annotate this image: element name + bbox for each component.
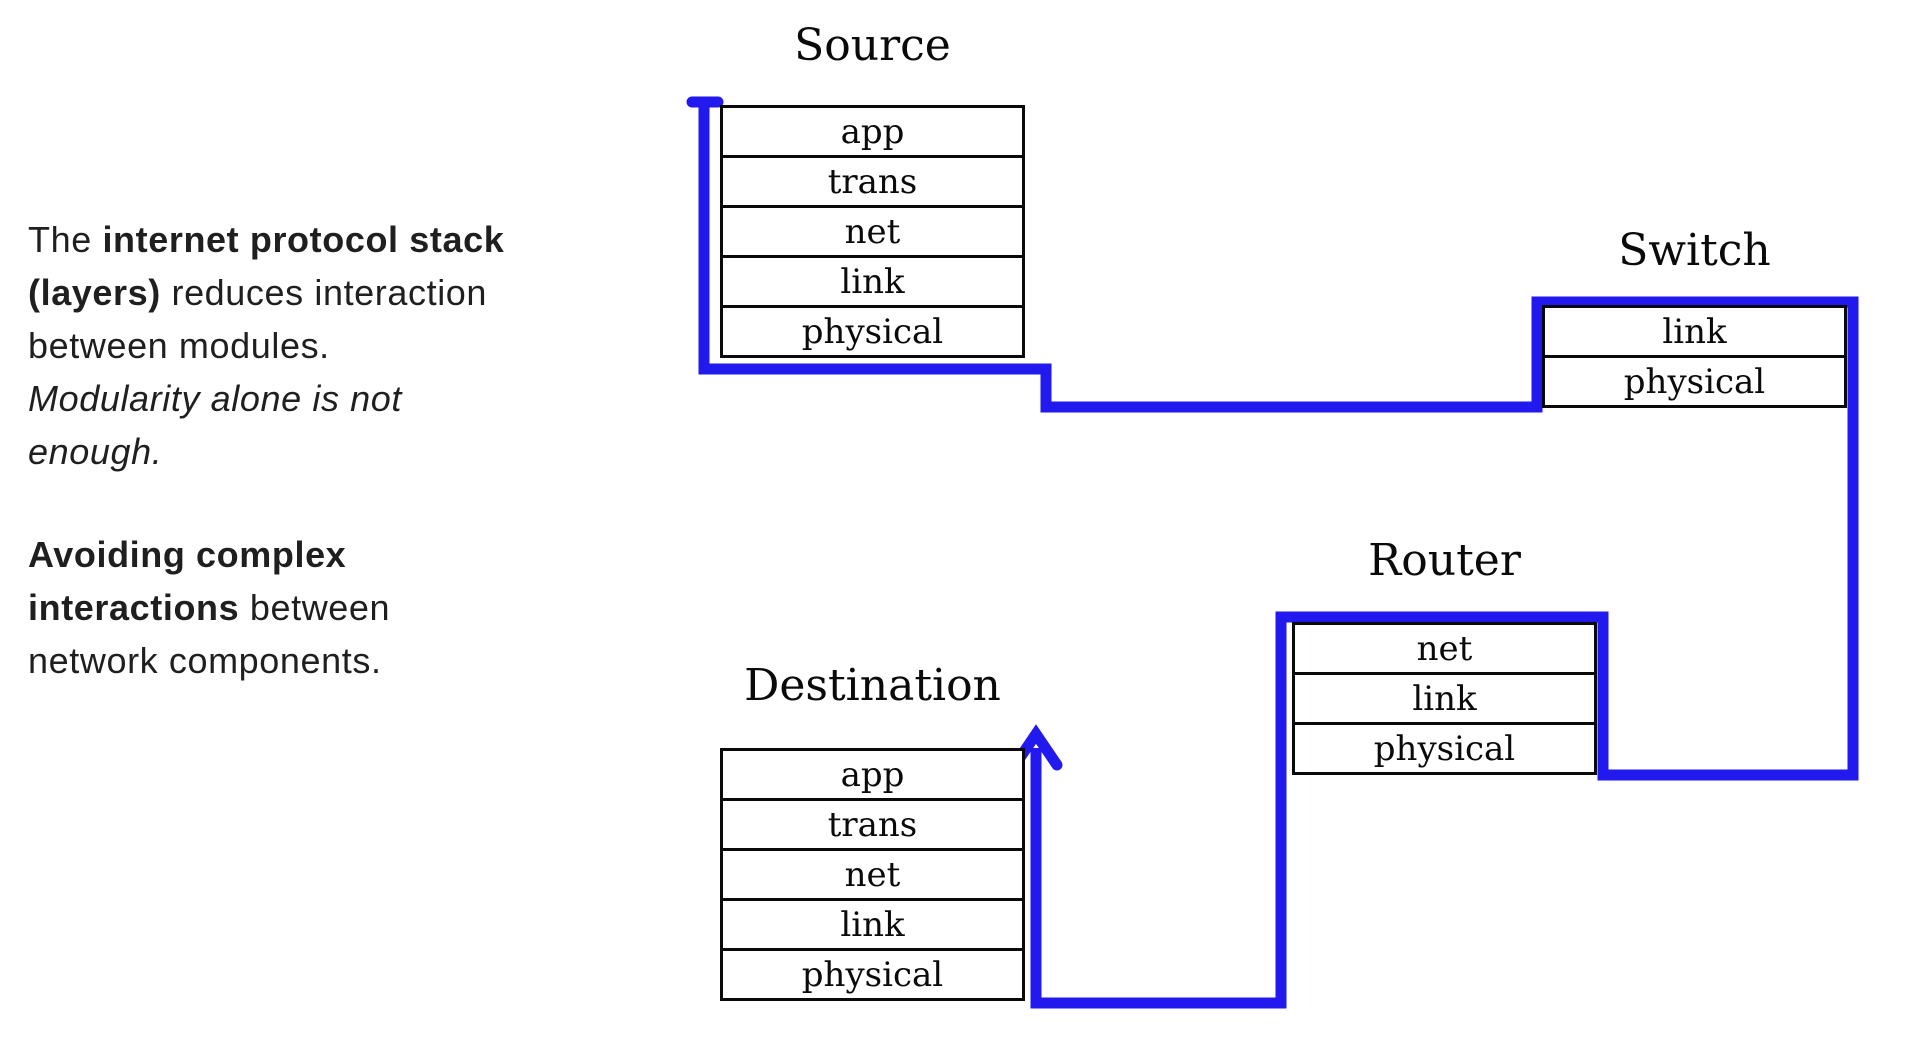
note-text-bold: internet protocol stack <box>102 219 505 260</box>
destination-layer-net: net <box>723 851 1022 901</box>
note-text: reduces interaction <box>160 272 488 313</box>
source-layer-net: net <box>723 208 1022 258</box>
router-stack: net link physical <box>1292 622 1597 775</box>
note-avoiding-complex-interactions: Avoiding complex interactions between ne… <box>28 528 390 687</box>
layer-label: link <box>1412 678 1477 719</box>
note-text-bold: Avoiding complex <box>28 534 347 575</box>
note-text-bold: (layers) <box>28 272 161 313</box>
note-line: The internet protocol stack <box>28 213 504 266</box>
source-layer-trans: trans <box>723 158 1022 208</box>
note-internet-protocol-stack: The internet protocol stack (layers) red… <box>28 213 504 478</box>
layer-label: physical <box>1373 728 1516 769</box>
layer-label: link <box>1662 311 1727 352</box>
note-text-italic: Modularity alone is not <box>28 378 402 419</box>
note-text: between modules. <box>28 325 330 366</box>
layer-label: app <box>840 754 905 795</box>
note-line: Avoiding complex <box>28 528 390 581</box>
source-layer-physical: physical <box>723 308 1022 355</box>
layer-label: physical <box>801 954 944 995</box>
switch-layer-link: link <box>1545 308 1844 358</box>
note-line: network components. <box>28 634 390 687</box>
note-text: between <box>239 587 391 628</box>
layer-label: link <box>840 904 905 945</box>
note-text-bold: interactions <box>28 587 240 628</box>
layer-label: net <box>1416 628 1473 669</box>
switch-layer-physical: physical <box>1545 358 1844 405</box>
layer-label: physical <box>801 311 944 352</box>
layer-label: link <box>840 261 905 302</box>
router-layer-link: link <box>1295 675 1594 725</box>
layer-label: trans <box>827 804 918 845</box>
switch-stack: link physical <box>1542 305 1847 408</box>
source-title: Source <box>794 20 951 71</box>
layer-label: physical <box>1623 361 1766 402</box>
layer-label: trans <box>827 161 918 202</box>
note-text-italic: enough. <box>28 431 163 472</box>
layer-label: net <box>844 211 901 252</box>
note-line: enough. <box>28 425 504 478</box>
destination-layer-trans: trans <box>723 801 1022 851</box>
layer-label: app <box>840 111 905 152</box>
note-line: between modules. <box>28 319 504 372</box>
destination-title: Destination <box>744 660 1001 711</box>
destination-layer-physical: physical <box>723 951 1022 998</box>
router-title: Router <box>1368 535 1521 586</box>
note-text: The <box>28 219 103 260</box>
router-layer-physical: physical <box>1295 725 1594 772</box>
source-stack: app trans net link physical <box>720 105 1025 358</box>
destination-layer-app: app <box>723 751 1022 801</box>
note-line: Modularity alone is not <box>28 372 504 425</box>
source-layer-app: app <box>723 108 1022 158</box>
note-line: interactions between <box>28 581 390 634</box>
source-layer-link: link <box>723 258 1022 308</box>
destination-stack: app trans net link physical <box>720 748 1025 1001</box>
destination-layer-link: link <box>723 901 1022 951</box>
router-layer-net: net <box>1295 625 1594 675</box>
note-text: network components. <box>28 640 382 681</box>
note-line: (layers) reduces interaction <box>28 266 504 319</box>
layer-label: net <box>844 854 901 895</box>
switch-title: Switch <box>1618 225 1771 276</box>
